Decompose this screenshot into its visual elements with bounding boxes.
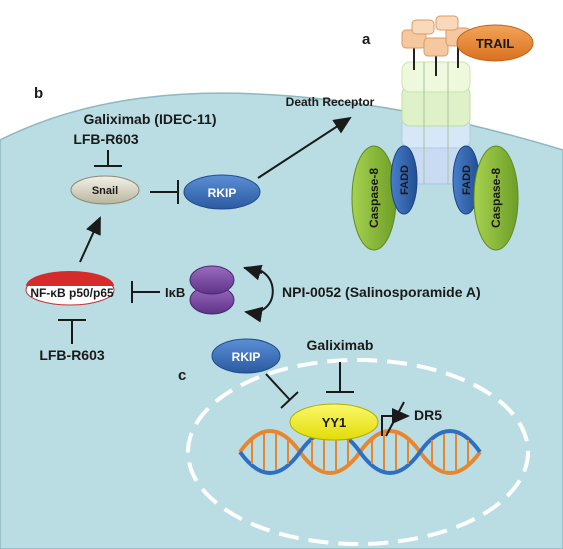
rkip-node <box>183 174 261 210</box>
nfkb-label: NF-κB p50/p65 <box>30 286 114 300</box>
galiximab-inhibits-yy1 <box>326 362 354 393</box>
ikb-label: IκB <box>165 285 185 300</box>
rkip-inhibits-yy1 <box>265 373 299 409</box>
trail-ligand <box>456 24 534 62</box>
snail-inhibits-rkip <box>150 180 179 204</box>
galiximab-idec-label: Galiximab (IDEC-11) <box>83 111 216 127</box>
snail-node <box>70 175 140 205</box>
panel-label-a: a <box>362 31 371 48</box>
nucleus <box>186 358 530 546</box>
snail-inhibition-bar <box>94 150 122 167</box>
panel-label-b: b <box>34 85 43 102</box>
dr5-transcription-blocked <box>381 401 410 437</box>
lfb-r603-top-label: LFB-R603 <box>73 131 139 147</box>
npi-cycle-arrow-head2 <box>243 264 263 281</box>
npi-label: NPI-0052 (Salinosporamide A) <box>282 284 481 300</box>
cell-membrane <box>0 92 563 549</box>
nuclear-rkip-label: RKIP <box>232 350 261 364</box>
death-receptor-label: Death Receptor <box>286 95 375 109</box>
nuclear-rkip-node <box>211 338 281 374</box>
galiximab-label: Galiximab <box>307 337 374 353</box>
yy1-node <box>289 403 379 441</box>
trail-label: TRAIL <box>476 36 514 51</box>
nfkb-inhibition-bar <box>58 319 86 344</box>
caspase8-right <box>473 145 519 251</box>
rkip-label: RKIP <box>208 186 237 200</box>
snail-label: Snail <box>92 185 118 197</box>
ikb-proteasome <box>189 265 235 315</box>
fadd-right-label: FADD <box>461 165 473 195</box>
fadd-left-label: FADD <box>399 165 411 195</box>
caspase8-left-label: Caspase-8 <box>367 168 381 228</box>
lfb-r603-bottom-label: LFB-R603 <box>39 347 105 363</box>
nfkb-to-snail-arrow <box>79 216 101 263</box>
dr5-label: DR5 <box>414 407 442 423</box>
yy1-label: YY1 <box>322 415 347 430</box>
rkip-to-dr-arrow <box>257 116 352 179</box>
panel-label-c: c <box>178 367 186 384</box>
ikb-inhibits-nfkb <box>131 281 160 303</box>
fadd-left <box>390 145 418 215</box>
caspase8-right-label: Caspase-8 <box>489 168 503 228</box>
nfkb-complex <box>25 271 115 306</box>
